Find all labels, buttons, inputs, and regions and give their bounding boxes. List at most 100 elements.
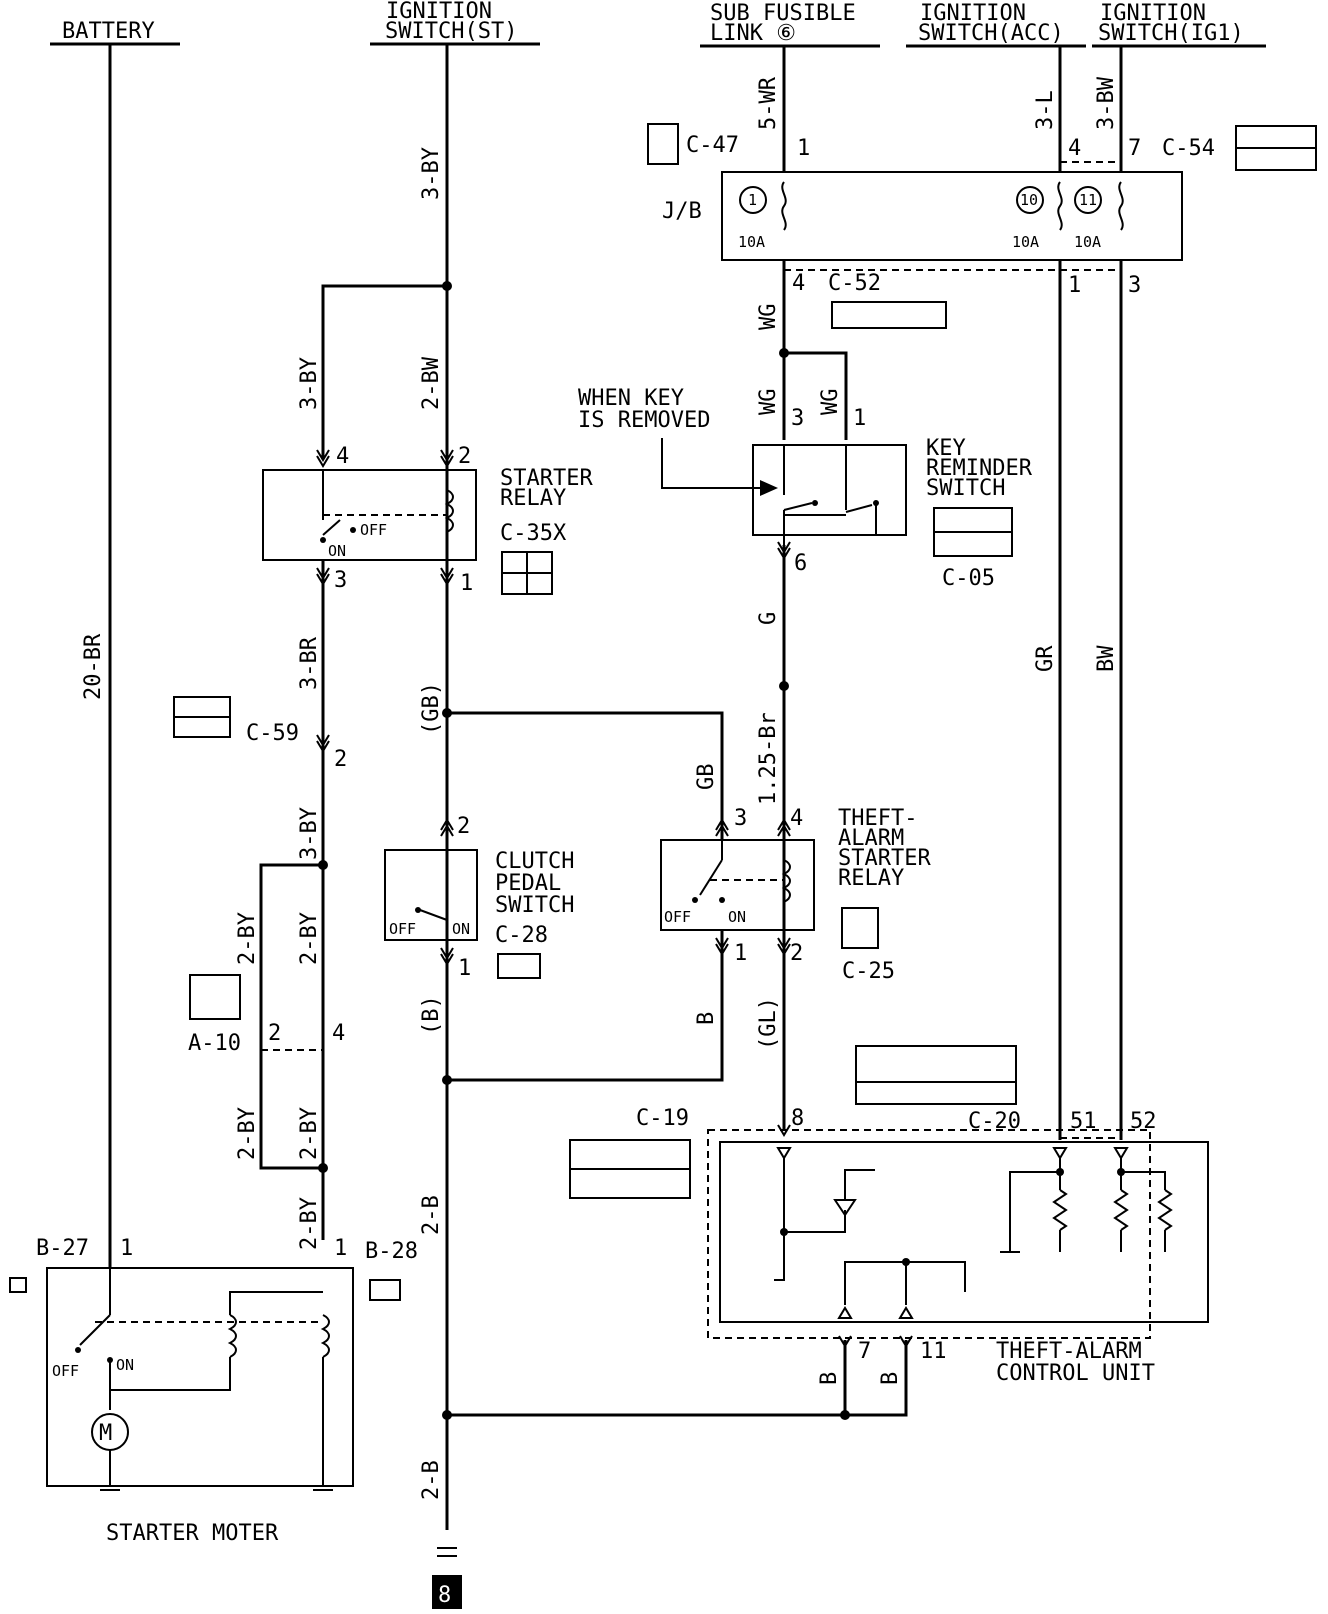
key-reminder-switch: WG WG WG 3 1 WHEN KEY IS REMOVED KEY REM… (578, 260, 1033, 591)
conn-c54: C-54 (1162, 136, 1215, 161)
c59-circuit: 3-BR C-59 2 3-BY 2-BY 2-BY A-10 2 4 2-BY… (173, 560, 347, 1250)
battery-header: BATTERY (62, 19, 155, 44)
wire-fusible: 5-WR (756, 76, 781, 130)
pin-cu-8: 8 (791, 1106, 804, 1131)
pin-c59-2: 2 (334, 747, 347, 772)
control-unit-label-1: THEFT-ALARM (996, 1339, 1142, 1364)
theft-on-label: ON (728, 908, 746, 926)
conn-c19: C-19 (636, 1106, 689, 1131)
sub-fusible-header-2: LINK ⑥ (710, 21, 796, 46)
pin-theft-3: 3 (734, 806, 747, 831)
key-switch-label-2: REMINDER (926, 456, 1033, 481)
pin-theft-4: 4 (790, 806, 803, 831)
pin-key-6: 6 (794, 551, 807, 576)
conn-c05: C-05 (942, 566, 995, 591)
conn-a10: A-10 (188, 1031, 241, 1056)
key-switch-label-3: SWITCH (926, 476, 1005, 501)
key-note-1: WHEN KEY (578, 386, 684, 411)
conn-b28: B-28 (365, 1239, 418, 1264)
sr-off-label: OFF (360, 521, 387, 539)
junction-block: 5-WR 1 C-47 3-L 3-BW 4 7 C-54 J/B 1 10 1… (647, 46, 1317, 329)
clutch-off-label: OFF (389, 920, 416, 938)
pin-c54-4: 4 (1068, 136, 1081, 161)
conn-c25: C-25 (842, 959, 895, 984)
clutch-label-1: CLUTCH (495, 849, 574, 874)
key-switch-label-1: KEY (926, 436, 966, 461)
fuse10-rating: 10A (1012, 233, 1039, 251)
wire-cu-7: B (817, 1372, 842, 1385)
motor-symbol: M (99, 1421, 112, 1446)
pin-b28-1: 1 (334, 1236, 347, 1261)
key-note-2: IS REMOVED (578, 408, 710, 433)
starter-motor-label: STARTER MOTER (106, 1521, 279, 1546)
wire-a10-left-lower: 2-BY (235, 1107, 260, 1160)
conn-b27: B-27 (36, 1236, 89, 1261)
theft-relay-label-4: RELAY (838, 866, 904, 891)
control-unit-label-2: CONTROL UNIT (996, 1361, 1155, 1386)
wire-theft-b: B (694, 1012, 719, 1025)
pin-clutch-2: 2 (457, 814, 470, 839)
clutch-label-3: SWITCH (495, 893, 574, 918)
pin-c52-4: 4 (792, 271, 805, 296)
wire-key-3: WG (756, 389, 781, 416)
wire-key-out: G (756, 612, 781, 625)
ign-ig1-header-1: IGNITION (1100, 1, 1206, 26)
wire-acc-down: GR (1033, 645, 1058, 672)
sr-on-label: ON (328, 542, 346, 560)
fuse10-number: 10 (1020, 191, 1038, 209)
wire-key-1: WG (818, 389, 843, 416)
pin-c54-7: 7 (1128, 136, 1141, 161)
conn-c59: C-59 (246, 721, 299, 746)
pin-c47-1: 1 (797, 136, 810, 161)
wire-ig1-down: BW (1094, 645, 1119, 672)
pin-key-1: 1 (853, 406, 866, 431)
wire-theft-in: 1.25-Br (756, 712, 781, 805)
theft-alarm-control-unit: C-19 C-20 8 51 52 (447, 1045, 1209, 1420)
wire-battery-main: 20-BR (81, 633, 106, 700)
wire-to-starter: 2-BY (297, 1197, 322, 1250)
ign-ig1-header-2: SWITCH(IG1) (1098, 21, 1244, 46)
wire-relay-out: 3-BR (297, 636, 322, 690)
pin-c52-3: 3 (1128, 273, 1141, 298)
wire-a10-right-upper: 2-BY (297, 912, 322, 965)
theft-relay-label-1: THEFT- (838, 806, 917, 831)
pin-cu-11: 11 (920, 1339, 947, 1364)
wire-relay-to-c59: 3-BY (297, 357, 322, 410)
theft-relay-label-3: STARTER (838, 846, 931, 871)
ign-st-header-1: IGNITION (386, 0, 492, 24)
clutch-pedal-switch: (GB) 2 OFF ON 1 CLUTCH PEDAL SWITCH C-28… (384, 682, 724, 1609)
pin-sr-3: 3 (334, 568, 347, 593)
acc-ig1-lines: GR BW (1033, 260, 1123, 1140)
pin-sr-2: 2 (458, 444, 471, 469)
starter-relay-label-2: RELAY (500, 486, 566, 511)
wire-st-relay-coil: 2-BW (419, 356, 444, 410)
clutch-on-label: ON (452, 920, 470, 938)
wire-c59-out: 3-BY (297, 807, 322, 860)
wire-theft-gb: GB (694, 764, 719, 791)
clutch-label-2: PEDAL (495, 871, 561, 896)
motor-on-label: ON (116, 1356, 134, 1374)
wire-a10-left-upper: 2-BY (235, 912, 260, 965)
wire-acc: 3-L (1033, 90, 1058, 130)
wire-clutch-out: (B) (419, 995, 444, 1035)
sub-fusible-header-1: SUB FUSIBLE (710, 1, 856, 26)
pin-clutch-1: 1 (458, 956, 471, 981)
theft-alarm-starter-relay: G 1.25-Br GB 3 4 OFF ON 1 2 B (GL) THEFT… (660, 545, 931, 1130)
pin-theft-2: 2 (790, 941, 803, 966)
wire-ig1: 3-BW (1094, 76, 1119, 130)
fuse1-rating: 10A (738, 233, 765, 251)
pin-sr-4: 4 (336, 444, 349, 469)
ign-acc-header-2: SWITCH(ACC) (918, 21, 1064, 46)
starter-relay: 4 2 OFF ON 3 1 STARTER RELAY C-35X (262, 444, 593, 596)
wire-st-main: 3-BY (419, 147, 444, 200)
conn-c28: C-28 (495, 923, 548, 948)
pin-a10-2: 2 (268, 1021, 281, 1046)
pin-theft-1: 1 (734, 941, 747, 966)
pin-sr-1: 1 (460, 571, 473, 596)
wire-a10-right-lower: 2-BY (297, 1107, 322, 1160)
theft-relay-label-2: ALARM (838, 826, 904, 851)
headers: BATTERY IGNITION SWITCH(ST) SUB FUSIBLE … (50, 0, 1266, 48)
ign-st-header-2: SWITCH(ST) (385, 19, 517, 44)
wire-cu-11: B (878, 1372, 903, 1385)
pin-c52-1: 1 (1068, 273, 1081, 298)
